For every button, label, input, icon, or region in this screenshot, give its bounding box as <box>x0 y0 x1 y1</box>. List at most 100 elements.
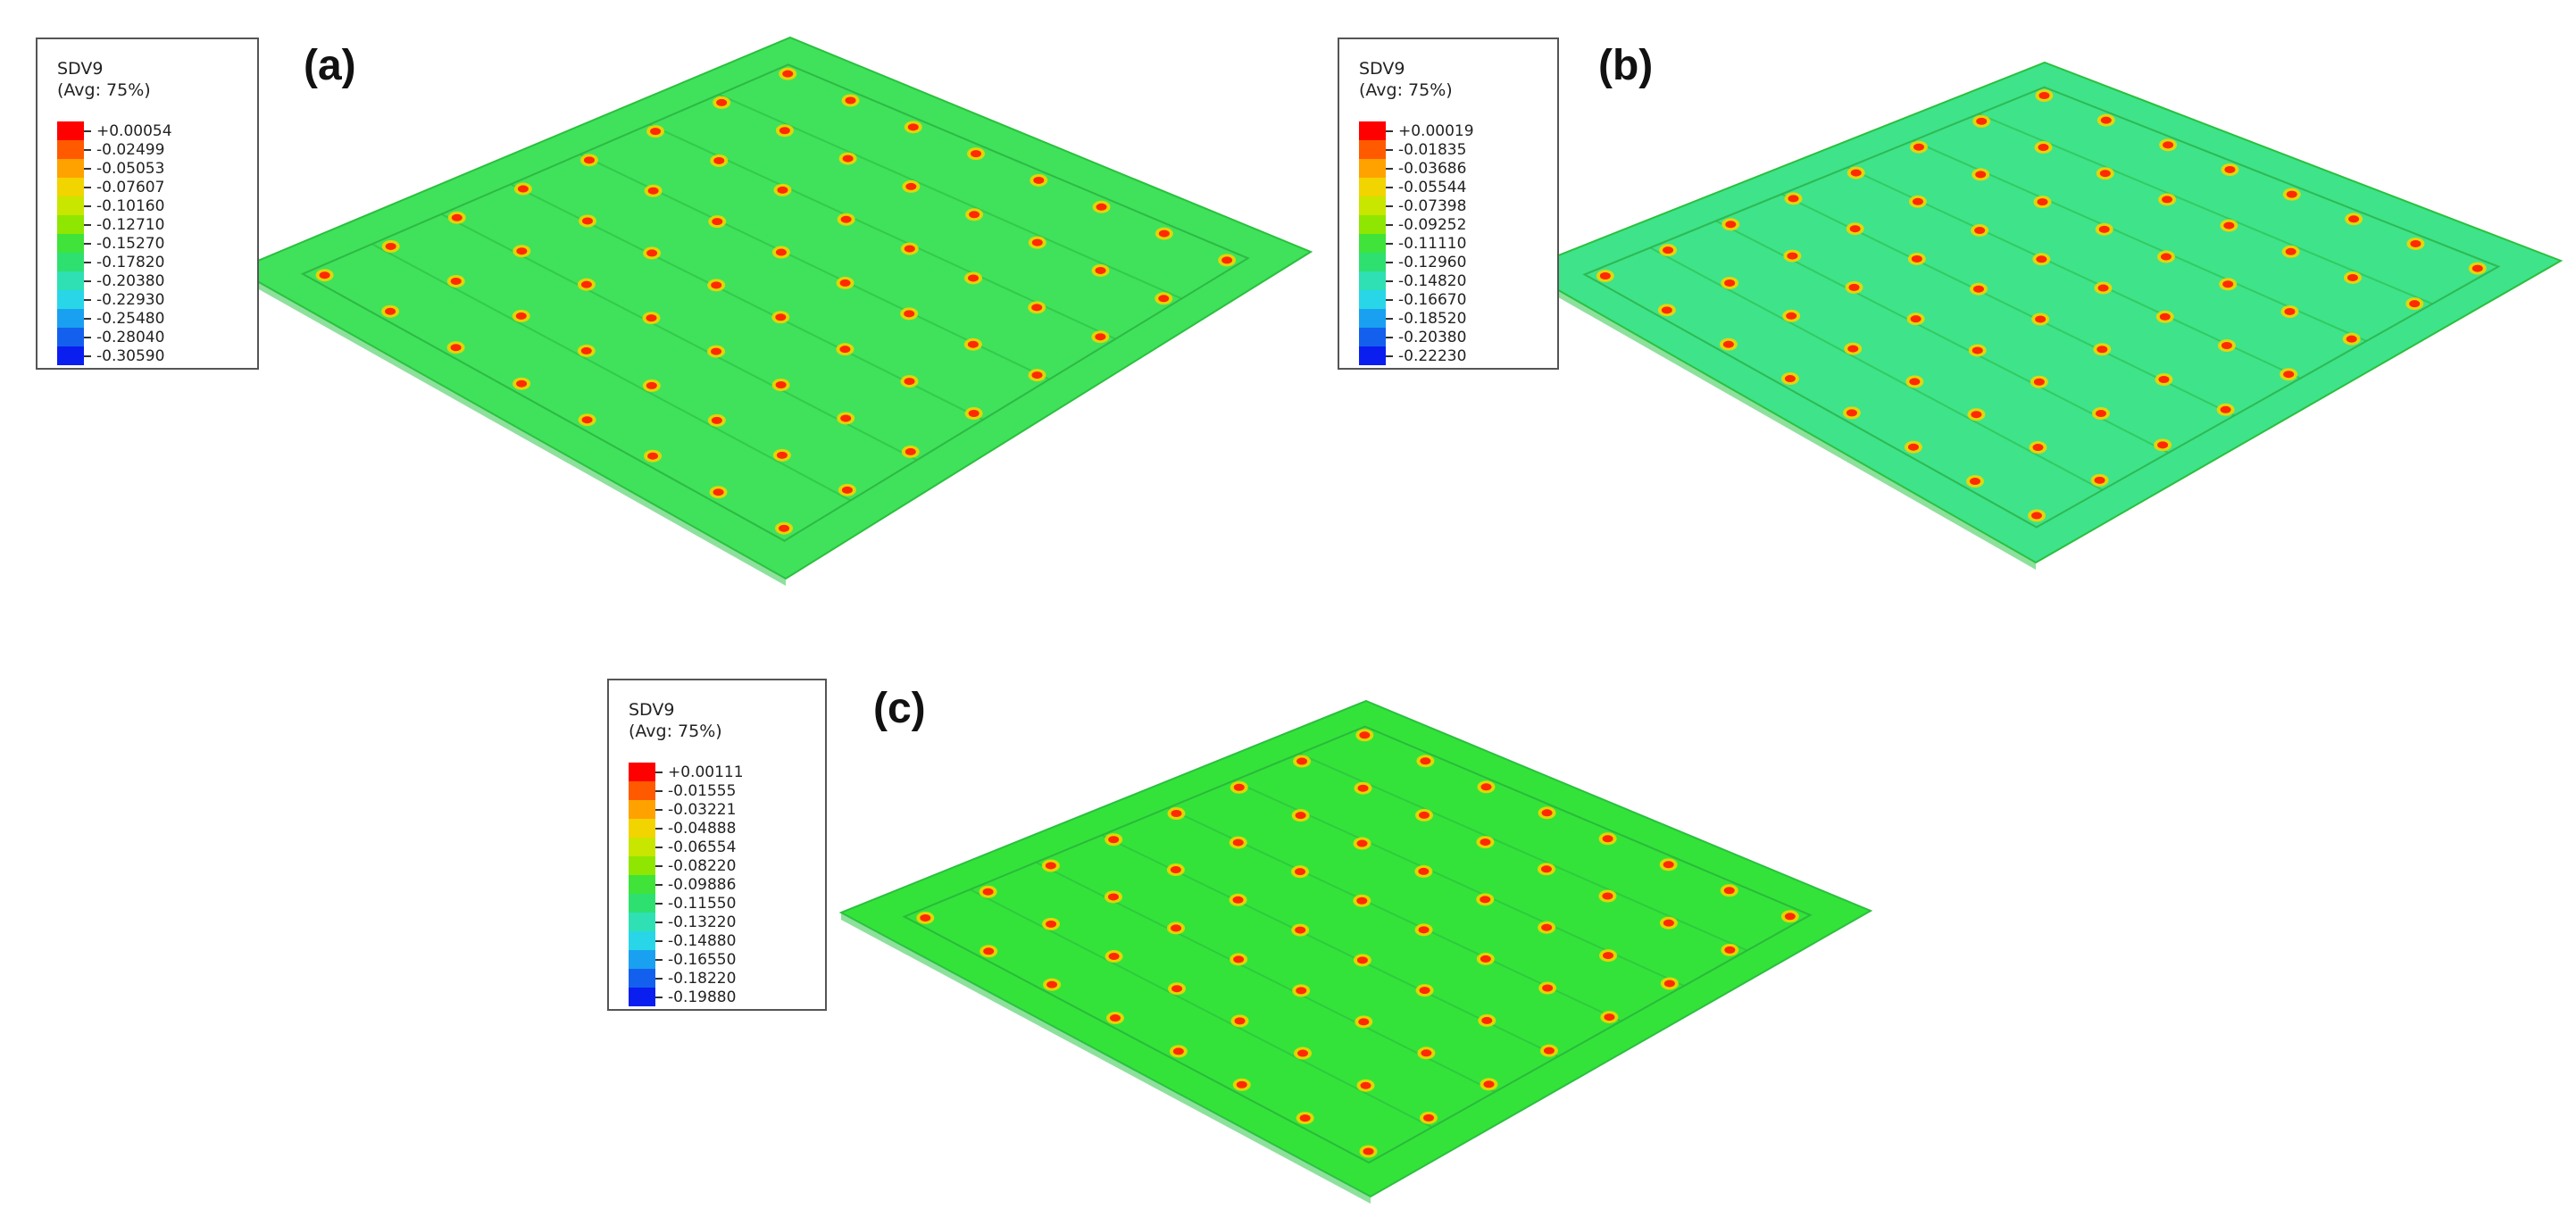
legend-b-value: -0.07398 <box>1398 197 1467 215</box>
legend-c-tick <box>655 809 663 811</box>
hot-spot-core <box>1663 861 1674 869</box>
hot-spot-core <box>1663 980 1675 988</box>
hot-spot-core <box>1661 306 1672 314</box>
hot-spot-core <box>2222 280 2234 288</box>
legend-a-value: -0.22930 <box>96 291 165 309</box>
plate-c-contour <box>838 699 1873 1204</box>
legend-a-value: -0.28040 <box>96 329 165 346</box>
hot-spot-core <box>1541 923 1553 931</box>
hot-spot-core <box>1483 1080 1495 1088</box>
hot-spot-core <box>1480 955 1491 963</box>
legend-a-swatch <box>57 346 84 365</box>
legend-c-tick <box>655 997 663 998</box>
hot-spot-core <box>2158 376 2170 384</box>
legend-a-tick <box>84 168 91 170</box>
legend-b-subtitle: (Avg: 75%) <box>1359 80 1453 100</box>
legend-b-value: -0.16670 <box>1398 291 1467 309</box>
legend-b-swatch <box>1359 121 1386 140</box>
hot-spot-core <box>982 888 994 896</box>
hot-spot-core <box>1109 1014 1121 1022</box>
legend-a-title: SDV9 <box>57 59 104 79</box>
hot-spot-core <box>1849 225 1861 233</box>
hot-spot-core <box>1974 227 1986 235</box>
hot-spot-core <box>385 307 396 315</box>
hot-spot-core <box>1602 892 1613 900</box>
hot-spot-core <box>2286 190 2297 198</box>
hot-spot-core <box>1233 783 1245 791</box>
hot-spot-core <box>1722 340 1734 348</box>
legend-c-swatch <box>629 838 655 856</box>
legend-a-swatch <box>57 271 84 290</box>
hot-spot-core <box>967 340 979 348</box>
legend-c-value: +0.00111 <box>668 763 744 781</box>
legend-c-tick <box>655 771 663 773</box>
hot-spot-core <box>1911 254 1922 263</box>
hot-spot-core <box>1046 980 1058 988</box>
hot-spot-core <box>1095 333 1106 341</box>
hot-spot-core <box>1480 783 1492 791</box>
legend-b-swatch <box>1359 234 1386 253</box>
hot-spot-core <box>1031 371 1043 379</box>
legend-b-title: SDV9 <box>1359 59 1405 79</box>
legend-b-swatch <box>1359 196 1386 215</box>
legend-b-swatch <box>1359 328 1386 346</box>
hot-spot-core <box>2097 284 2109 292</box>
hot-spot-core <box>1910 315 1922 323</box>
hot-spot-core <box>1158 229 1170 238</box>
legend-a-tick <box>84 280 91 282</box>
hot-spot-core <box>517 185 529 193</box>
hot-spot-core <box>2160 253 2172 261</box>
plate-b-edge <box>1522 270 2036 570</box>
hot-spot-core <box>1299 1114 1311 1122</box>
hot-spot-core <box>580 280 592 288</box>
legend-c-swatch <box>629 819 655 838</box>
legend-a-swatch <box>57 215 84 234</box>
legend-c-value: -0.01555 <box>668 782 737 800</box>
hot-spot-core <box>1045 862 1056 870</box>
legend-a-value: -0.02499 <box>96 141 165 159</box>
legend-a-tick <box>84 299 91 301</box>
hot-spot-core <box>1418 811 1430 819</box>
hot-spot-core <box>1296 987 1307 995</box>
hot-spot-core <box>2038 91 2050 99</box>
hot-spot-core <box>1356 956 1368 964</box>
legend-c-value: -0.18220 <box>668 970 737 988</box>
legend-c-tick <box>655 903 663 905</box>
legend-c-tick <box>655 865 663 867</box>
hot-spot-core <box>1095 266 1106 274</box>
hot-spot-core <box>1480 896 1491 904</box>
legend-a-swatch <box>57 328 84 346</box>
hot-spot-core <box>451 213 463 221</box>
hot-spot-core <box>2283 371 2295 379</box>
legend-c-swatch <box>629 781 655 800</box>
hot-spot-core <box>1096 203 1107 211</box>
hot-spot-core <box>2100 116 2112 124</box>
legend-c-value: -0.16550 <box>668 951 737 969</box>
legend-b-tick <box>1386 168 1393 170</box>
hot-spot-core <box>1912 197 1923 205</box>
plate-a-border-line <box>300 63 1250 542</box>
legend-c-subtitle: (Avg: 75%) <box>629 721 722 741</box>
legend-a-value: -0.15270 <box>96 235 165 253</box>
hot-spot-core <box>842 154 854 163</box>
legend-b-value: -0.20380 <box>1398 329 1467 346</box>
legend-a-value: -0.12710 <box>96 216 165 234</box>
hot-spot-core <box>1170 866 1181 874</box>
legend-a-tick <box>84 187 91 188</box>
legend-c-tick <box>655 828 663 830</box>
hot-spot-core <box>1848 283 1860 291</box>
legend-c-value: -0.14880 <box>668 932 737 950</box>
legend-a-swatch <box>57 253 84 271</box>
hot-spot-core <box>983 947 995 955</box>
hot-spot-core <box>1971 411 1982 419</box>
hot-spot-core <box>1360 1081 1371 1089</box>
hot-spot-core <box>2033 378 2045 386</box>
hot-spot-core <box>775 313 787 321</box>
legend-b-tick <box>1386 130 1393 132</box>
hot-spot-core <box>2098 225 2110 233</box>
hot-spot-core <box>1604 1013 1615 1022</box>
plate-a-contour <box>234 36 1313 586</box>
plate-a-stiffener-line <box>371 243 852 502</box>
hot-spot-core <box>1975 171 1987 179</box>
